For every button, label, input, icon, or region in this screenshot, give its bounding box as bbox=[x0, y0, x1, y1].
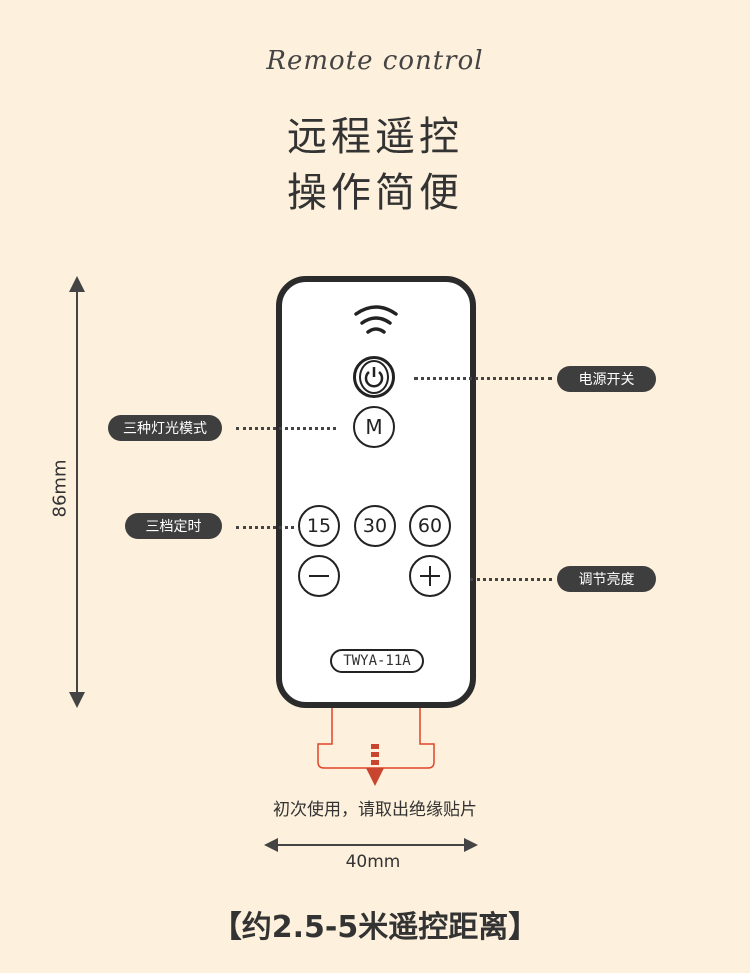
height-dimension-arrow bbox=[69, 276, 85, 708]
plus-icon bbox=[420, 566, 440, 586]
mode-callout-line bbox=[236, 427, 336, 430]
model-label: TWYA-11A bbox=[330, 649, 424, 673]
timer-callout-line bbox=[236, 526, 294, 529]
remote-control bbox=[276, 276, 476, 708]
script-title: Remote control bbox=[266, 46, 484, 76]
wireless-signal-icon bbox=[354, 305, 398, 334]
remote-range: 【约2.5-5米遥控距离】 bbox=[211, 910, 539, 945]
minus-icon bbox=[309, 575, 329, 577]
power-callout-line bbox=[414, 377, 552, 380]
width-label: 40mm bbox=[345, 852, 401, 872]
timer-30-button[interactable]: 30 bbox=[354, 505, 396, 547]
title-line-2: 操作简便 bbox=[287, 170, 463, 216]
insulation-note: 初次使用，请取出绝缘贴片 bbox=[273, 800, 477, 820]
insulation-tab bbox=[317, 708, 435, 786]
timer-60-button[interactable]: 60 bbox=[409, 505, 451, 547]
mode-button[interactable]: M bbox=[353, 406, 395, 448]
plus-button[interactable] bbox=[409, 555, 451, 597]
minus-button[interactable] bbox=[298, 555, 340, 597]
brightness-callout: 调节亮度 bbox=[557, 566, 656, 592]
timer-callout: 三档定时 bbox=[125, 513, 222, 539]
power-button[interactable] bbox=[353, 356, 395, 398]
power-callout: 电源开关 bbox=[557, 366, 656, 392]
height-label: 86mm bbox=[49, 459, 71, 518]
title-line-1: 远程遥控 bbox=[287, 114, 463, 160]
brightness-callout-line bbox=[470, 578, 552, 581]
timer-15-button[interactable]: 15 bbox=[298, 505, 340, 547]
power-icon bbox=[364, 367, 384, 388]
width-dimension-arrow bbox=[264, 838, 478, 852]
mode-callout: 三种灯光模式 bbox=[108, 415, 222, 441]
